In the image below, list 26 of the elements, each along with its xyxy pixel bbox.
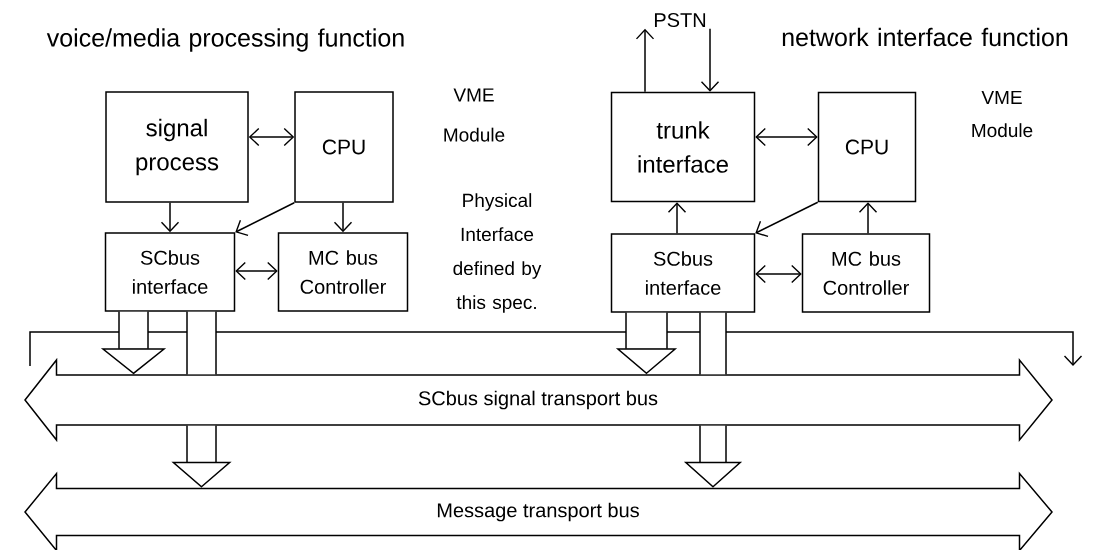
arrow <box>635 28 655 93</box>
arrow <box>755 264 802 284</box>
arrow <box>755 201 819 238</box>
arrow <box>858 202 878 234</box>
arrow <box>667 202 687 234</box>
arrow <box>160 202 180 233</box>
module-label: VME Module <box>972 90 1033 138</box>
note: Physical Interface defined by this spec. <box>453 193 542 313</box>
process-box: CPU <box>817 91 917 203</box>
process-box: MC bus Controller <box>801 233 931 313</box>
arrow <box>235 261 278 281</box>
process-box: MC bus Controller <box>277 232 409 312</box>
process-box: SCbus interface <box>104 232 236 312</box>
module-label: VME Module <box>444 88 505 142</box>
heading: voice/media processing function <box>46 28 404 52</box>
arrow <box>700 28 720 92</box>
network-label: PSTN <box>655 12 706 28</box>
process-box: CPU <box>294 91 394 203</box>
arrow <box>235 202 295 237</box>
process-box: trunk interface <box>610 91 756 203</box>
process-box: signal process <box>105 91 249 203</box>
process-box: SCbus interface <box>610 233 756 313</box>
heading: network interface function <box>782 27 1068 47</box>
arrow <box>333 202 353 233</box>
arrow <box>248 127 295 147</box>
arrow <box>755 127 818 147</box>
